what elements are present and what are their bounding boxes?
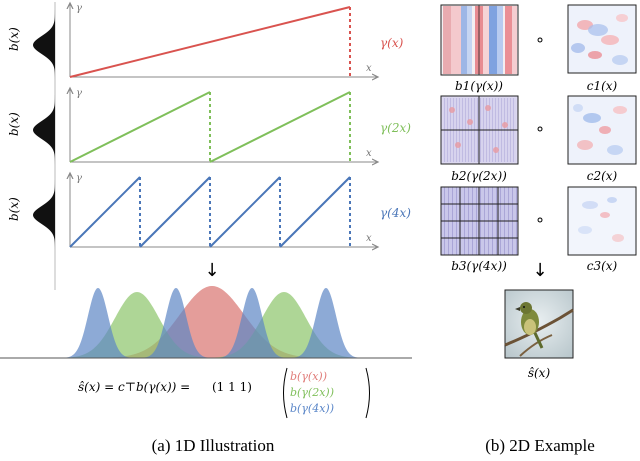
- result-image: [504, 289, 574, 359]
- sawtooth-ramp: [69, 176, 141, 248]
- caption-left: (a) 1D Illustration: [152, 436, 275, 455]
- row-2: b(x) γ x γ(2x): [7, 88, 411, 165]
- coeff-map-3: [567, 186, 637, 256]
- down-arrow-icon: ↓: [532, 260, 547, 281]
- column-left-paren: [283, 367, 288, 419]
- basis-image-3: [440, 186, 519, 256]
- bump-green: [196, 292, 372, 358]
- y-axis-label-3: γ: [76, 173, 82, 184]
- right-panel: b1(γ(x)) b2(γ(2x)) b3(γ(4x)) ∘: [440, 4, 637, 455]
- sawtooth-ramp: [69, 91, 211, 163]
- bump-blue: [136, 288, 216, 358]
- column-entry-2: b(γ(2x)): [290, 386, 334, 399]
- caption-right: (b) 2D Example: [485, 436, 595, 455]
- coeff-map-2: [567, 95, 637, 165]
- x-axis-label-3: x: [366, 233, 372, 244]
- coeff-map-1: [567, 4, 637, 74]
- basis-label-1: b(x): [7, 27, 21, 51]
- basis-label-2: b(x): [7, 112, 21, 136]
- basis-profile-3: [33, 180, 55, 250]
- hadamard-operator-3: ∘: [535, 210, 545, 229]
- bump-blue: [58, 288, 138, 358]
- hadamard-operator-1: ∘: [535, 30, 545, 49]
- bump-blue: [212, 288, 292, 358]
- column-entry-3: b(γ(4x)): [290, 402, 334, 415]
- x-axis-label-1: x: [366, 63, 372, 74]
- series-label-3: γ(4x): [380, 206, 411, 220]
- bump-red: [84, 286, 340, 358]
- basis-bumps: [49, 286, 372, 358]
- x-axis-label-2: x: [366, 148, 372, 159]
- coeff-label-1: c1(x): [587, 79, 618, 93]
- basis-image-1: [440, 4, 519, 76]
- y-axis-label-1: γ: [76, 3, 82, 14]
- sawtooth-ramp: [209, 176, 281, 248]
- sawtooth-ramp: [279, 176, 351, 248]
- hadamard-operator-2: ∘: [535, 119, 545, 138]
- basis-label-3: b(x): [7, 197, 21, 221]
- bump-green: [49, 292, 225, 358]
- row-3: b(x) γ x γ(4x): [7, 173, 411, 250]
- sawtooth-ramp: [69, 6, 351, 78]
- down-arrow-icon: ↓: [204, 260, 219, 281]
- equation-lhs: ŝ(x) = c⊤b(γ(x)) =: [78, 380, 190, 394]
- left-panel: b(x) γ x γ(x) b(x) γ x γ(2x) b(x) γ x γ(4x) ↓ ŝ(x) …: [0, 2, 412, 455]
- basis-label-3: b3(γ(4x)): [451, 259, 507, 273]
- basis-label-1: b1(γ(x)): [455, 79, 503, 93]
- sawtooth-ramp: [139, 176, 211, 248]
- coeff-label-3: c3(x): [587, 259, 618, 273]
- basis-profile-1: [33, 10, 55, 80]
- basis-profile-2: [33, 95, 55, 165]
- equation-row-vector: (1 1 1): [212, 380, 252, 394]
- y-axis-label-2: γ: [76, 88, 82, 99]
- bump-blue: [286, 288, 366, 358]
- equation: ŝ(x) = c⊤b(γ(x)) = (1 1 1) b(γ(x)) b(γ(2…: [78, 367, 370, 419]
- column-right-paren: [365, 367, 370, 419]
- result-label: ŝ(x): [528, 366, 551, 380]
- sawtooth-ramp: [209, 91, 351, 163]
- series-label-2: γ(2x): [380, 121, 411, 135]
- coeff-label-2: c2(x): [587, 169, 618, 183]
- column-entry-1: b(γ(x)): [290, 370, 327, 383]
- series-label-1: γ(x): [380, 36, 404, 50]
- basis-label-2: b2(γ(2x)): [451, 169, 507, 183]
- basis-image-2: [440, 95, 519, 165]
- row-1: b(x) γ x γ(x): [7, 3, 404, 80]
